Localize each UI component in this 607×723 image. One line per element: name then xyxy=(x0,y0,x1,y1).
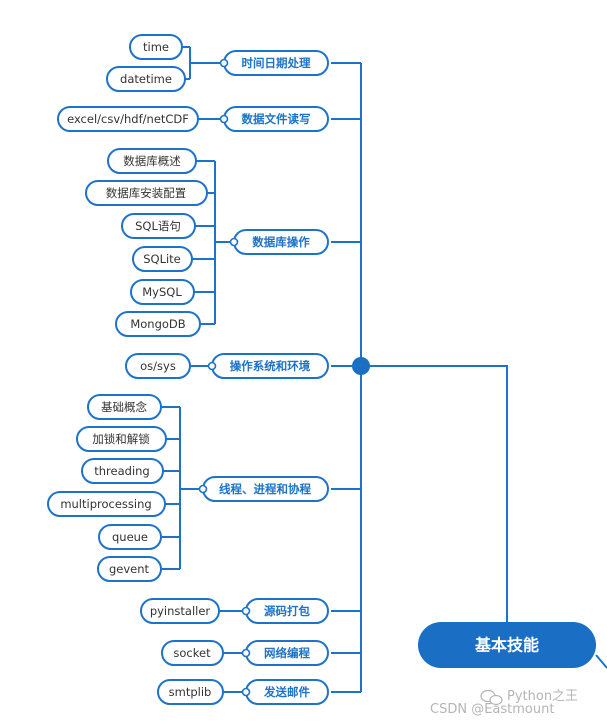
trunk-connectors xyxy=(352,63,508,692)
leaf-box[interactable] xyxy=(87,394,162,420)
leaf-box[interactable] xyxy=(57,106,199,132)
category-label: 线程、进程和协程 xyxy=(219,482,311,496)
leaf-label: 数据库概述 xyxy=(123,154,181,168)
leaf-label: MongoDB xyxy=(130,317,185,331)
branch-os-env: 操作系统和环境 os/sys xyxy=(125,353,361,379)
branch-file-io: 数据文件读写 excel/csv/hdf/netCDF xyxy=(57,106,361,132)
connector-dot xyxy=(229,237,239,247)
leaf-box[interactable] xyxy=(47,491,166,517)
root-link-line xyxy=(361,365,508,622)
category-label: 发送邮件 xyxy=(263,685,310,699)
leaf-box[interactable] xyxy=(130,279,195,305)
leaf-label: 数据库安装配置 xyxy=(106,186,187,200)
leaf-box[interactable] xyxy=(107,148,197,174)
category-label: 时间日期处理 xyxy=(242,56,311,70)
leaf-label: 基础概念 xyxy=(101,400,147,414)
leaf-label: gevent xyxy=(109,562,150,576)
leaf-label: os/sys xyxy=(140,359,176,373)
leaf-label: socket xyxy=(173,646,211,660)
root-box[interactable] xyxy=(418,622,596,668)
category-label: 源码打包 xyxy=(263,604,310,618)
leaf-label: excel/csv/hdf/netCDF xyxy=(67,112,189,126)
category-label: 网络编程 xyxy=(264,646,310,660)
leaf-label: smtplib xyxy=(169,685,212,699)
leaf-box[interactable] xyxy=(125,353,191,379)
connector-dot xyxy=(219,58,229,68)
branch-threads: 线程、进程和协程 基础概念 加锁和解锁 threading multiproce… xyxy=(47,394,361,582)
connector-dot xyxy=(241,648,251,658)
branch-database: 数据库操作 数据库概述 数据库安装配置 SQL语句 SQLite MySQL M… xyxy=(85,148,361,337)
leaf-label: SQLite xyxy=(143,252,181,266)
leaf-box[interactable] xyxy=(97,556,162,582)
root-label: 基本技能 xyxy=(474,636,539,655)
leaf-label: pyinstaller xyxy=(150,604,211,618)
leaf-label: multiprocessing xyxy=(60,497,151,511)
connector-dot xyxy=(219,114,229,124)
leaf-label: 加锁和解锁 xyxy=(92,432,150,446)
leaf-label: MySQL xyxy=(142,285,182,299)
leaf-box[interactable] xyxy=(132,246,193,272)
leaf-box[interactable] xyxy=(85,180,208,206)
root-node: 基本技能 xyxy=(418,622,607,669)
leaf-box[interactable] xyxy=(121,213,196,239)
leaf-label: datetime xyxy=(120,72,172,86)
leaf-label: queue xyxy=(112,530,148,544)
category-label: 数据文件读写 xyxy=(242,112,311,126)
leaf-box[interactable] xyxy=(81,458,164,484)
leaf-box[interactable] xyxy=(157,679,224,705)
leaf-box[interactable] xyxy=(129,34,183,60)
watermark-line1: Python之王 xyxy=(507,689,578,704)
leaf-label: threading xyxy=(94,464,149,478)
root-outgoing-line xyxy=(595,654,607,669)
wechat-icon xyxy=(480,689,503,706)
leaf-box[interactable] xyxy=(76,426,167,452)
connector-dot xyxy=(241,606,251,616)
watermark-line2: CSDN @Eastmount xyxy=(430,702,554,717)
leaf-box[interactable] xyxy=(98,524,162,550)
connector-dot xyxy=(198,484,208,494)
branch-email: 发送邮件 smtplib xyxy=(157,679,361,705)
leaf-box[interactable] xyxy=(161,640,224,666)
branch-networking: 网络编程 socket xyxy=(161,640,361,666)
leaf-box[interactable] xyxy=(140,598,220,624)
leaf-box[interactable] xyxy=(106,66,186,92)
branch-packaging: 源码打包 pyinstaller xyxy=(140,598,361,624)
leaf-box[interactable] xyxy=(115,311,201,337)
connector-dot xyxy=(241,687,251,697)
category-label: 数据库操作 xyxy=(252,235,310,249)
leaf-label: SQL语句 xyxy=(135,219,181,233)
leaf-label: time xyxy=(143,40,169,54)
watermark: Python之王 CSDN @Eastmount xyxy=(430,689,578,717)
connector-dot xyxy=(207,361,217,371)
category-label: 操作系统和环境 xyxy=(230,359,311,373)
branch-time-date: 时间日期处理 time datetime xyxy=(106,34,361,92)
